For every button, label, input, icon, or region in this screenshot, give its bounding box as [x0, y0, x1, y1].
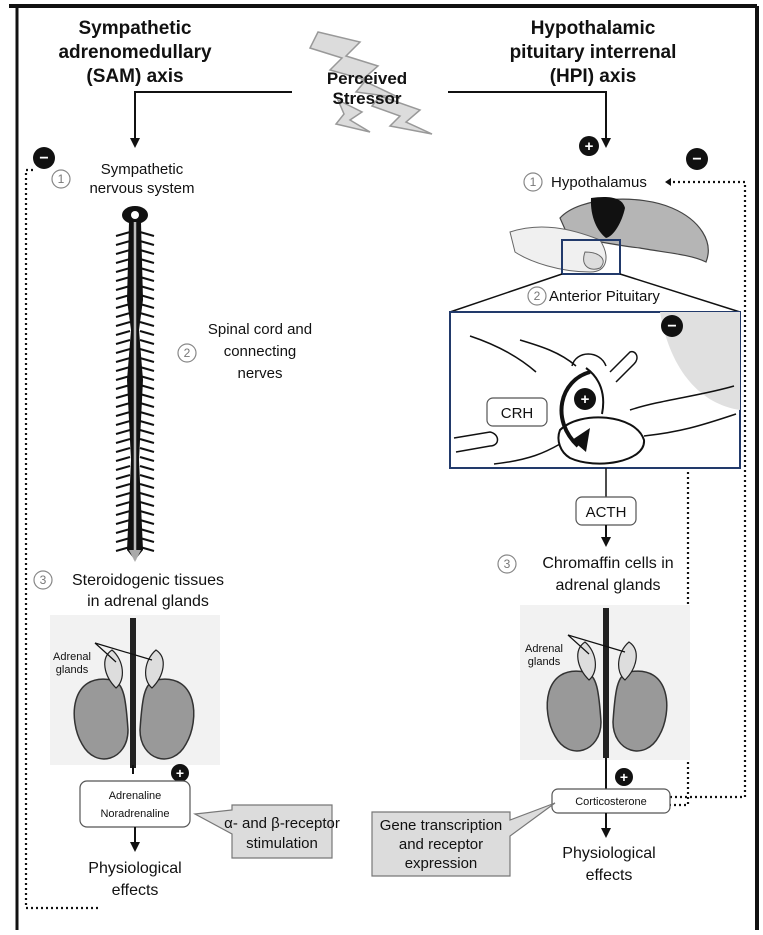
plus-sign: + — [620, 769, 628, 785]
stressor-to-hpi-arrow — [448, 92, 606, 146]
sam-step2-label-line1: Spinal cord and — [208, 321, 312, 338]
hpi-callout-line3: expression — [405, 855, 478, 872]
sam-step2-label-line2: connecting — [224, 343, 297, 360]
acth-label: ACTH — [586, 504, 627, 521]
minus-sign: − — [39, 150, 48, 167]
sam-step1-num: 1 — [58, 172, 65, 186]
hpi-adrenal-label-line1: Adrenal — [525, 643, 563, 655]
sam-step3-label-line1: Steroidogenic tissues — [72, 572, 224, 589]
sam-effects-line2: effects — [112, 882, 159, 899]
sam-step1-label-line1: Sympathetic — [101, 161, 184, 178]
corticosterone-label: Corticosterone — [575, 796, 647, 808]
hpi-title-line1: Hypothalamic — [531, 18, 656, 39]
hpi-adrenal-kidney-illustration — [520, 605, 690, 760]
hpi-callout-line1: Gene transcription — [380, 817, 503, 834]
feedback-arrowhead — [665, 178, 671, 186]
plus-sign: + — [585, 138, 594, 155]
sam-step2-num: 2 — [184, 346, 191, 360]
hpi-step2-num: 2 — [534, 289, 541, 303]
sam-callout-line2: stimulation — [246, 835, 318, 852]
pituitary-zoom-panel — [450, 312, 740, 468]
plus-sign: + — [176, 765, 184, 781]
hpi-step3-num: 3 — [504, 557, 511, 571]
sam-adrenal-kidney-illustration — [50, 615, 220, 768]
sam-title: Sympathetic adrenomedullary (SAM) axis — [58, 18, 212, 87]
hpi-effects-line2: effects — [586, 867, 633, 884]
plus-sign: + — [581, 391, 590, 408]
sam-step1-label-line2: nervous system — [89, 180, 194, 197]
hpi-title: Hypothalamic pituitary interrenal (HPI) … — [510, 18, 677, 87]
stressor-line2: Stressor — [333, 89, 402, 108]
sam-effects-line1: Physiological — [88, 860, 181, 877]
sam-hormone-line2: Noradrenaline — [100, 808, 169, 820]
hpi-step1-num: 1 — [530, 175, 537, 189]
hpi-title-line3: (HPI) axis — [550, 66, 637, 87]
hpi-step1-label: Hypothalamus — [551, 174, 647, 191]
sam-title-line3: (SAM) axis — [86, 66, 183, 87]
hpi-adrenal-label-line2: glands — [528, 656, 561, 668]
spinal-cord-illustration — [116, 206, 154, 560]
stressor-line1: Perceived — [327, 69, 407, 88]
stressor-to-sam-arrow — [135, 92, 292, 146]
minus-sign: − — [667, 318, 676, 335]
hpi-step3-label-line2: adrenal glands — [556, 577, 661, 594]
minus-sign: − — [692, 151, 701, 168]
hpi-effects-line1: Physiological — [562, 845, 655, 862]
sam-hormone-box — [80, 781, 190, 827]
hpi-step2-label: Anterior Pituitary — [549, 288, 660, 305]
sam-adrenal-label-line1: Adrenal — [53, 651, 91, 663]
sam-step3-num: 3 — [40, 573, 47, 587]
sam-adrenal-label-line2: glands — [56, 664, 89, 676]
brain-illustration — [510, 197, 708, 272]
crh-label: CRH — [501, 405, 534, 422]
hpi-callout-line2: and receptor — [399, 836, 483, 853]
sam-title-line2: adrenomedullary — [58, 42, 212, 63]
sam-callout-line1: α- and β-receptor — [224, 815, 340, 832]
sam-hormone-line1: Adrenaline — [109, 790, 162, 802]
hpi-title-line2: pituitary interrenal — [510, 42, 677, 63]
sam-step2-label-line3: nerves — [237, 365, 282, 382]
hpi-step3-label-line1: Chromaffin cells in — [542, 555, 673, 572]
sam-title-line1: Sympathetic — [79, 18, 192, 39]
sam-step3-label-line2: in adrenal glands — [87, 593, 209, 610]
